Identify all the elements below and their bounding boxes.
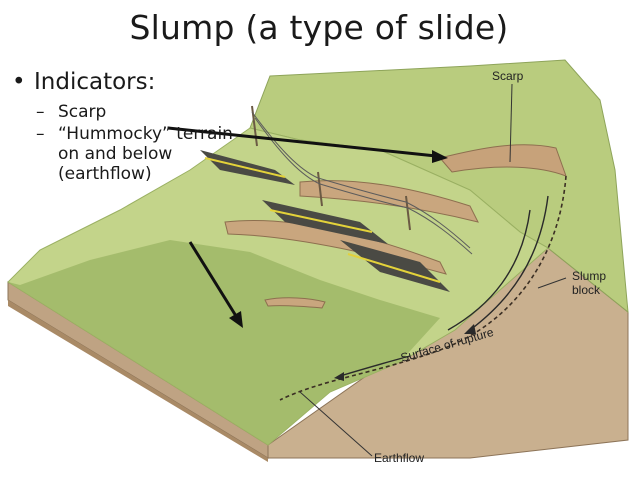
slide-title: Slump (a type of slide) (129, 8, 509, 47)
sub-bullet-list: – Scarp – “Hummocky” terrain on and belo… (36, 102, 252, 184)
bullet-indicators: • Indicators: (12, 68, 252, 96)
rupture-flow-arrow-2 (447, 209, 531, 331)
hummocky-pointer-arrowhead (229, 311, 243, 328)
earthflow-zone (8, 240, 440, 445)
hummock-patch (264, 297, 326, 309)
sub-bullet-text: Scarp (58, 102, 107, 122)
sub-bullet-text: “Hummocky” terrain on and below (earthfl… (58, 124, 233, 184)
rupture-flow-arrow-1 (469, 195, 549, 331)
block-front-face-lower (8, 300, 268, 462)
rupture-flow-arrow-3 (339, 355, 411, 377)
scarp-pointer-arrowhead (432, 150, 448, 163)
utility-pole-3 (405, 195, 411, 231)
scarp-leader (509, 83, 513, 163)
scarp-label: Scarp (492, 69, 524, 83)
rupture-flow-arrowhead-1 (464, 324, 476, 334)
earthflow-leader (299, 391, 373, 457)
utility-pole-2 (317, 171, 323, 207)
road-center-line (204, 157, 441, 283)
sub-bullet-marker: – (36, 102, 45, 122)
sub-bullet-hummocky: – “Hummocky” terrain on and below (earth… (36, 124, 252, 184)
road-lower (340, 240, 450, 292)
power-lines (251, 111, 473, 255)
slump-block-leader (537, 277, 567, 289)
bullet-text: Indicators: (34, 69, 156, 95)
slump-block-label-line1: Slump (572, 269, 606, 283)
rupture-flow-arrowhead-3 (334, 372, 344, 381)
sub-bullet-scarp: – Scarp (36, 102, 252, 122)
slump-block-label-line2: block (572, 283, 601, 297)
sub-bullet-marker: – (36, 124, 45, 144)
scarp-pointer-arrow-line (167, 126, 437, 158)
bullet-list: • Indicators: – Scarp – “Hummocky” terra… (12, 68, 252, 186)
hummocky-pointer-arrow-line (188, 241, 238, 317)
bullet-marker: • (12, 69, 26, 95)
rupture-surface (279, 175, 567, 401)
earthflow-label: Earthflow (374, 451, 424, 465)
